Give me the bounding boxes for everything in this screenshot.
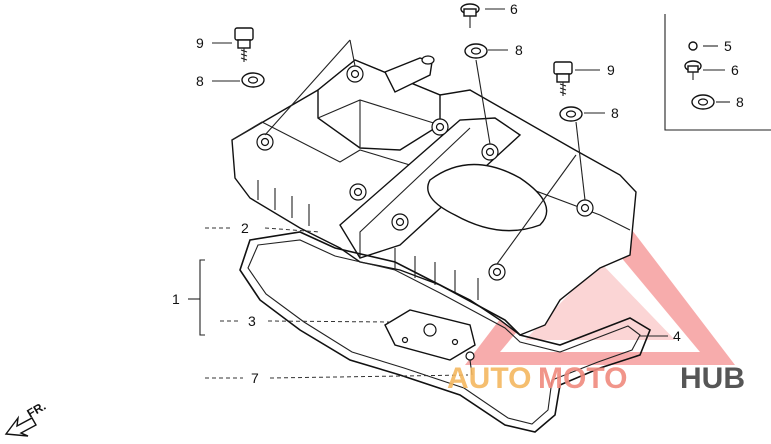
bolt-9-left (234, 27, 254, 62)
callout-6-inset: 6 (731, 62, 739, 78)
callouts: 9 8 6 8 9 8 5 6 8 2 1 3 4 7 (172, 1, 744, 386)
gasket-outer (239, 231, 651, 433)
cylinder-head-cover (231, 55, 637, 336)
inset-bolt-6 (684, 60, 702, 80)
callout-8-top: 8 (515, 42, 523, 58)
callout-6-top: 6 (510, 1, 518, 17)
bolt-9-right (553, 61, 573, 96)
callout-9-left: 9 (196, 35, 204, 51)
watermark-word-moto: MOTO (538, 362, 627, 395)
callout-7: 7 (251, 370, 259, 386)
callout-5-inset: 5 (724, 38, 732, 54)
bolt-7 (465, 351, 475, 376)
callout-8-inset: 8 (736, 94, 744, 110)
direction-label: FR. (25, 399, 49, 421)
callout-8-left: 8 (196, 73, 204, 89)
callout-1: 1 (172, 291, 180, 307)
callout-3: 3 (248, 313, 256, 329)
washer-8-left (241, 72, 265, 88)
callout-8-right: 8 (611, 105, 619, 121)
watermark-word-hub: HUB (680, 362, 745, 395)
washer-8-right (559, 106, 583, 122)
washer-8-top (464, 43, 488, 59)
inset-nut-5 (688, 41, 698, 51)
bolt-6-top (460, 3, 480, 28)
leader-lines (188, 8, 730, 379)
callout-4: 4 (673, 328, 681, 344)
callout-9-right: 9 (607, 62, 615, 78)
watermark-text: AUTO MOTO HUB (447, 362, 745, 395)
callout-2: 2 (241, 220, 249, 236)
inset-washer-8 (691, 94, 715, 110)
front-direction-arrow: FR. (4, 399, 49, 437)
breather-plate (384, 309, 476, 361)
watermark-word-auto: AUTO (447, 362, 531, 395)
inset-box (664, 14, 771, 131)
